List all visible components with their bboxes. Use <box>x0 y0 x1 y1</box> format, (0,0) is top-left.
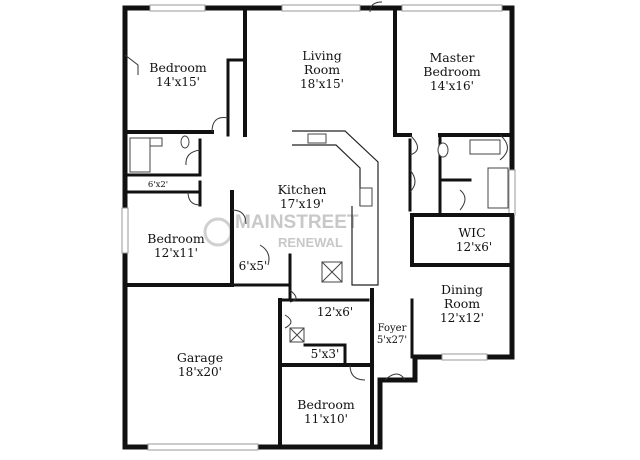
label-bedroom3-name: Bedroom <box>297 397 355 412</box>
label-master-dim: 14'x16' <box>430 79 474 93</box>
label-foyer-name: Foyer <box>378 323 407 334</box>
water-heater-x <box>289 327 305 343</box>
label-bedroom1-dim: 14'x15' <box>156 75 200 89</box>
door-master <box>409 134 418 156</box>
window-bedroom1 <box>149 4 206 12</box>
window-dining <box>441 353 488 361</box>
door-bedroom2 <box>231 209 247 225</box>
door-garage <box>289 289 297 303</box>
label-dining-name2: Room <box>444 296 480 311</box>
pantry-x <box>321 261 343 283</box>
label-bedroom3-dim: 11'x10' <box>304 412 348 426</box>
label-closet-a-dim: 6'x2' <box>148 180 168 190</box>
watermark-line2: RENEWAL <box>278 235 343 250</box>
stove <box>359 187 373 207</box>
sink <box>149 137 163 147</box>
label-dining-dim: 12'x12' <box>440 311 484 325</box>
watermark-line1: MAINSTREET <box>235 212 359 233</box>
label-closet-b-dim: 5'x3' <box>311 347 340 361</box>
door-bedroom1 <box>211 117 229 133</box>
garage-door <box>147 443 259 451</box>
label-bedroom2-name: Bedroom <box>147 231 205 246</box>
door-wic <box>459 189 466 211</box>
room-labels: Bedroom 14'x15' Living Room 18'x15' Mast… <box>147 48 492 426</box>
label-wic-dim: 12'x6' <box>456 240 492 254</box>
fixtures <box>129 133 509 343</box>
door-master-closet <box>499 134 508 161</box>
window-bedroom2 <box>121 207 129 254</box>
label-kitchen-name: Kitchen <box>278 182 327 197</box>
door-foyer <box>384 373 406 381</box>
doors <box>124 1 508 381</box>
interior-walls <box>123 6 514 449</box>
label-laundry-dim: 6'x5' <box>239 259 268 273</box>
window-master <box>401 4 503 12</box>
label-garage-name: Garage <box>177 350 223 365</box>
label-hall-dim: 12'x6' <box>317 305 353 319</box>
door-master-bath <box>409 169 416 193</box>
label-foyer-dim: 5'x27' <box>377 335 407 346</box>
watermark-logo-icon <box>203 217 233 247</box>
label-dining-name1: Dining <box>441 282 483 297</box>
label-bedroom1-name: Bedroom <box>149 60 207 75</box>
label-living-dim: 18'x15' <box>300 77 344 91</box>
bathtub <box>129 137 151 173</box>
door-closet-b <box>284 314 292 329</box>
master-vanity <box>469 139 501 155</box>
door-front <box>369 1 383 13</box>
label-kitchen-dim: 17'x19' <box>280 197 324 211</box>
label-master-name2: Bedroom <box>423 64 481 79</box>
master-toilet <box>437 142 449 158</box>
door-laundry <box>259 244 270 266</box>
label-garage-dim: 18'x20' <box>178 365 222 379</box>
label-bedroom2-dim: 12'x11' <box>154 246 198 260</box>
label-living-name1: Living <box>302 48 341 63</box>
window-living <box>281 4 361 12</box>
label-master-name1: Master <box>429 50 474 65</box>
door-bedroom3 <box>349 364 366 381</box>
door-closet-a <box>187 191 201 206</box>
label-living-name2: Room <box>304 62 340 77</box>
kitchen-sink <box>307 133 327 144</box>
master-tub <box>487 167 509 209</box>
windows <box>121 4 516 451</box>
watermark: MAINSTREET RENEWAL <box>203 212 359 250</box>
door-bedroom1-closet <box>124 54 139 75</box>
door-bath <box>185 149 201 166</box>
window-right <box>508 169 516 216</box>
toilet <box>180 135 190 149</box>
label-wic-name: WIC <box>458 225 485 240</box>
